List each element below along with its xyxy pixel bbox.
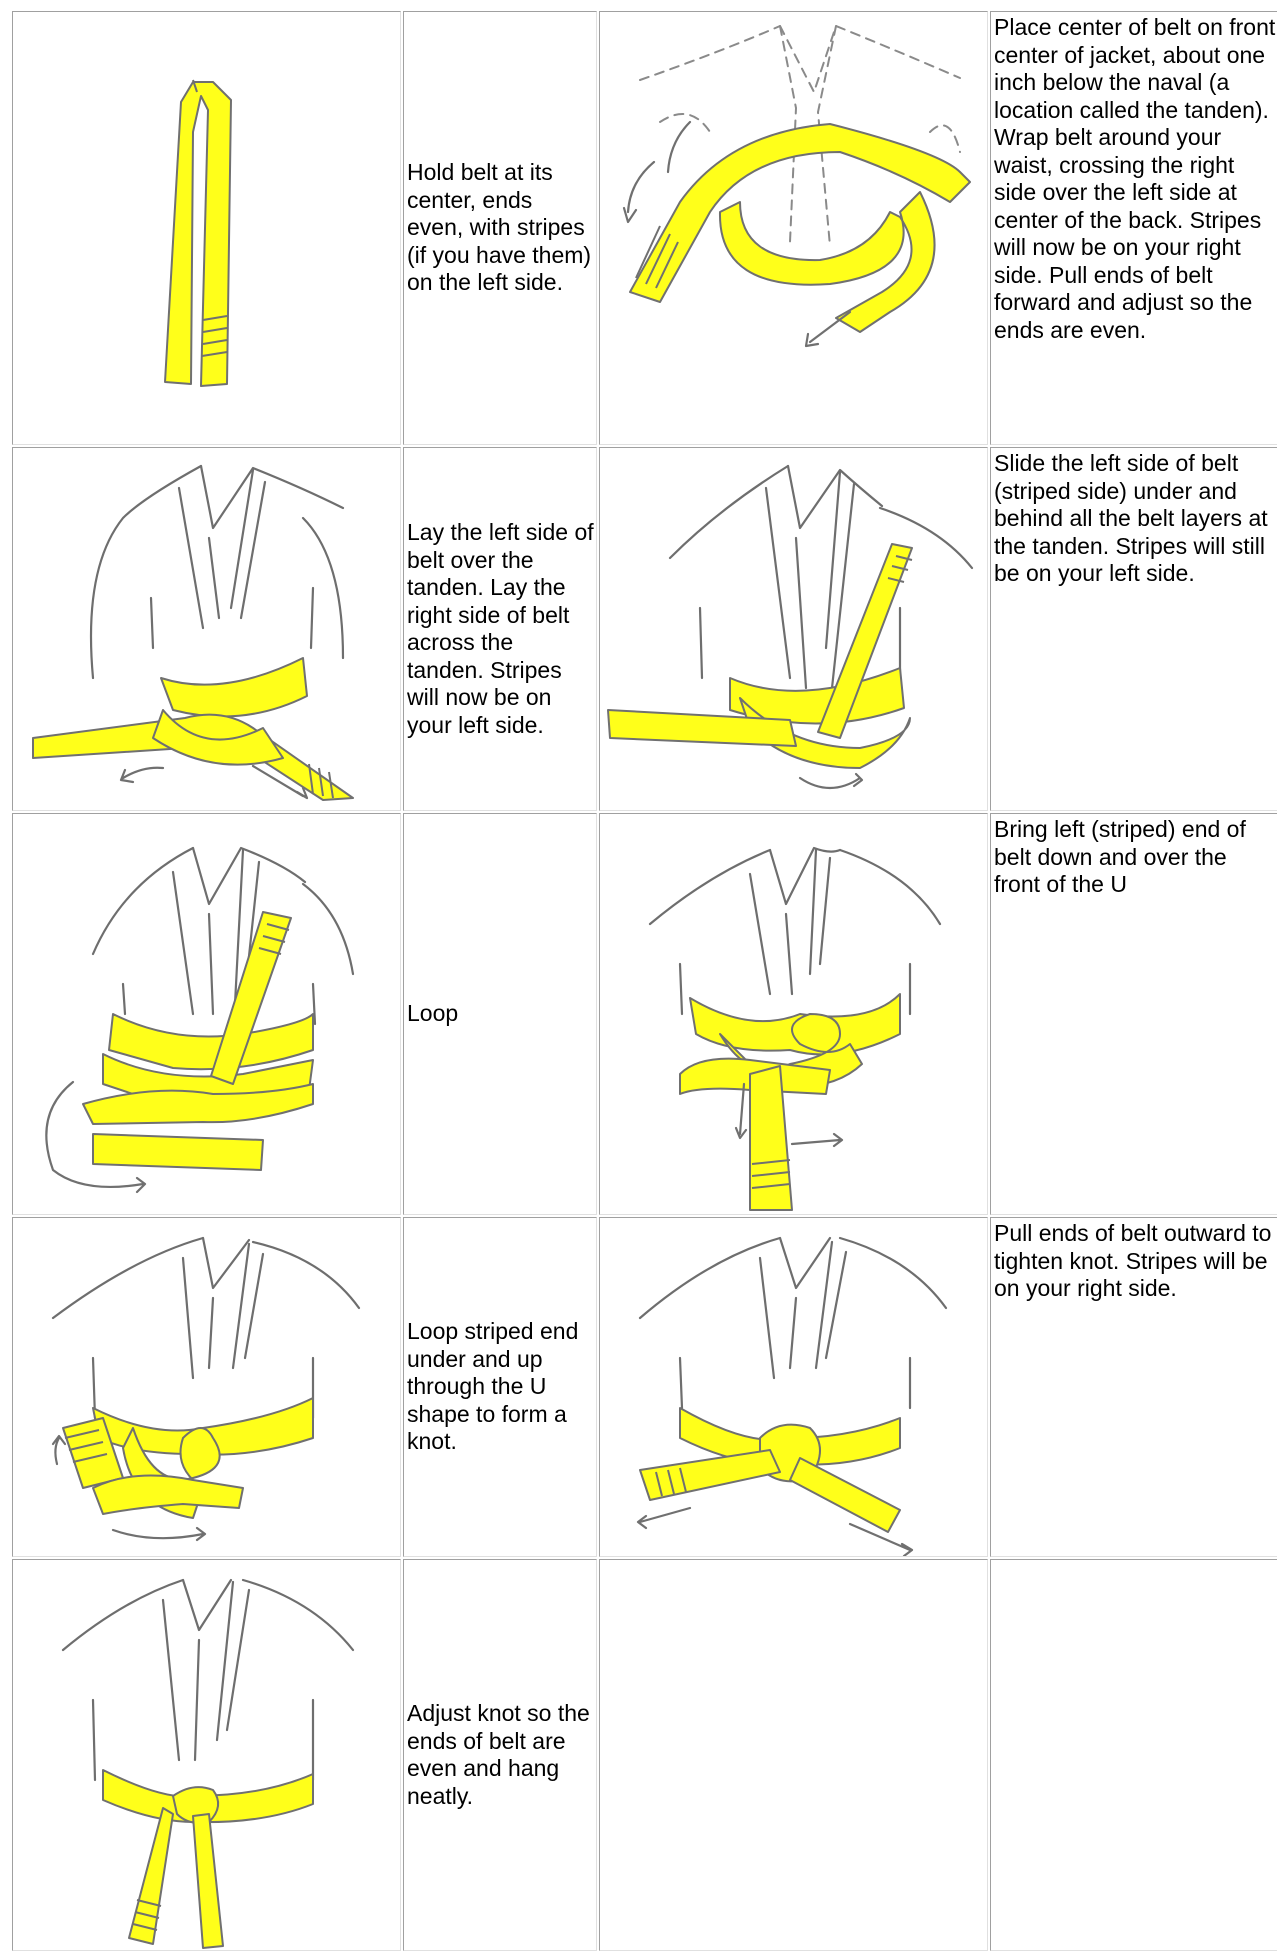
step-9-instruction: Adjust knot so the ends of belt are even… — [407, 1700, 594, 1810]
step-7-text-cell: Loop striped end under and up through th… — [403, 1217, 597, 1557]
belt-end-through-u-icon — [13, 1218, 400, 1556]
step-7-instruction: Loop striped end under and up through th… — [407, 1318, 594, 1456]
belt-knot-adjusted-icon — [13, 1560, 400, 1950]
belt-held-at-center-icon — [13, 12, 400, 444]
step-6-instruction: Bring left (striped) end of belt down an… — [994, 816, 1246, 897]
step-3-image-cell — [12, 447, 401, 811]
step-9-text-cell: Adjust knot so the ends of belt are even… — [403, 1559, 597, 1951]
step-1-image-cell — [12, 11, 401, 445]
step-8-image-cell — [599, 1217, 988, 1557]
step-1-instruction: Hold belt at its center, ends even, with… — [407, 159, 594, 297]
belt-loop-icon — [13, 814, 400, 1214]
empty-image-cell — [599, 1559, 988, 1951]
step-6-image-cell — [599, 813, 988, 1215]
step-5-instruction: Loop — [407, 1000, 458, 1028]
step-9-image-cell — [12, 1559, 401, 1951]
step-5-text-cell: Loop — [403, 813, 597, 1215]
step-8-text-cell: Pull ends of belt outward to tighten kno… — [990, 1217, 1277, 1557]
step-6-text-cell: Bring left (striped) end of belt down an… — [990, 813, 1277, 1215]
belt-knot-tightened-icon — [600, 1218, 987, 1556]
belt-end-slid-under-layers-icon — [600, 448, 987, 810]
step-8-instruction: Pull ends of belt outward to tighten kno… — [994, 1220, 1271, 1301]
step-7-image-cell — [12, 1217, 401, 1557]
step-3-instruction: Lay the left side of belt over the tande… — [407, 519, 594, 739]
step-3-text-cell: Lay the left side of belt over the tande… — [403, 447, 597, 811]
step-5-image-cell — [12, 813, 401, 1215]
step-4-text-cell: Slide the left side of belt (striped sid… — [990, 447, 1277, 811]
step-2-image-cell — [599, 11, 988, 445]
step-4-image-cell — [599, 447, 988, 811]
step-1-text-cell: Hold belt at its center, ends even, with… — [403, 11, 597, 445]
instruction-table: Hold belt at its center, ends even, with… — [8, 8, 1277, 1952]
belt-crossed-over-tanden-icon — [13, 448, 400, 810]
belt-wrapped-around-waist-icon — [600, 12, 987, 444]
step-2-instruction: Place center of belt on front center of … — [994, 14, 1275, 343]
belt-end-over-u-icon — [600, 814, 987, 1214]
empty-text-cell — [990, 1559, 1277, 1951]
step-4-instruction: Slide the left side of belt (striped sid… — [994, 450, 1268, 586]
step-2-text-cell: Place center of belt on front center of … — [990, 11, 1277, 445]
